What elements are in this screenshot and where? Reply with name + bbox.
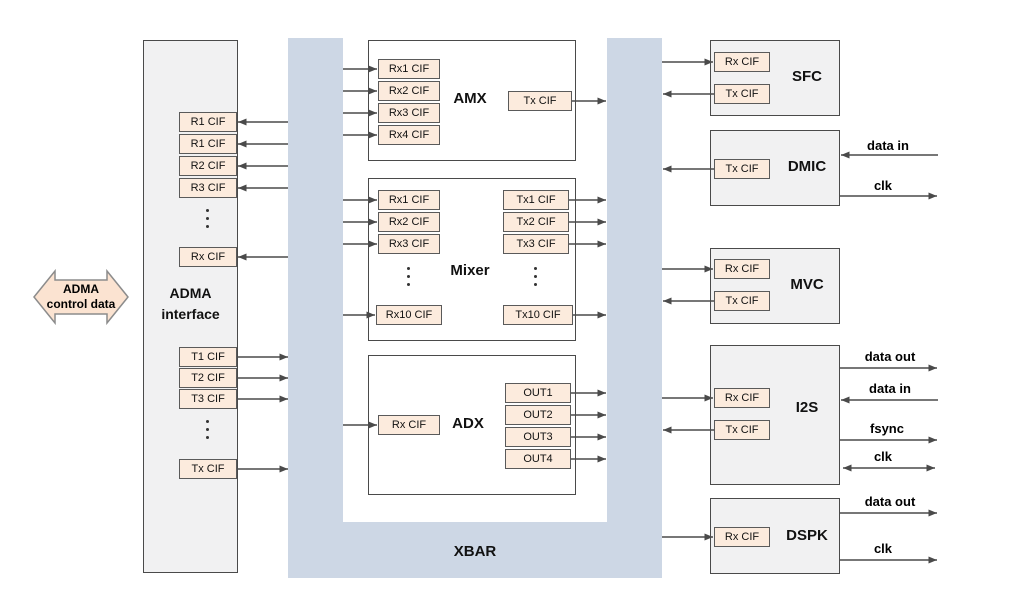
adma-r3-cif: R3 CIF xyxy=(179,178,237,198)
adma-control-label-line2: control data xyxy=(46,297,116,311)
adma-rx-ellipsis-dots xyxy=(206,209,209,228)
adma-interface-label-line1: ADMA xyxy=(169,285,212,301)
adma-t3-cif: T3 CIF xyxy=(179,389,237,409)
adma-r1-cif-b: R1 CIF xyxy=(179,134,237,154)
i2s-data-in-label: data in xyxy=(869,381,911,396)
i2s-rx-cif: Rx CIF xyxy=(714,388,770,408)
mixer-rx-ellipsis-dots xyxy=(407,267,410,286)
dspk-data-out-label: data out xyxy=(864,494,916,509)
adma-rx-cif: Rx CIF xyxy=(179,247,237,267)
i2s-block xyxy=(710,345,840,485)
i2s-label: I2S xyxy=(795,399,819,416)
adx-label: ADX xyxy=(452,415,484,432)
dmic-label: DMIC xyxy=(787,158,827,175)
mixer-rx10-cif: Rx10 CIF xyxy=(376,305,442,325)
dspk-label: DSPK xyxy=(786,527,828,544)
dspk-clk-label: clk xyxy=(873,541,893,556)
double-horizontal-arrow-icon xyxy=(33,268,129,326)
adx-out3-cif: OUT3 xyxy=(505,427,571,447)
amx-label: AMX xyxy=(453,90,487,107)
mixer-tx1-cif: Tx1 CIF xyxy=(503,190,569,210)
mvc-label: MVC xyxy=(790,276,824,293)
adma-tx-cif: Tx CIF xyxy=(179,459,237,479)
adma-t2-cif: T2 CIF xyxy=(179,368,237,388)
amx-rx1-cif: Rx1 CIF xyxy=(378,59,440,79)
adx-out1-cif: OUT1 xyxy=(505,383,571,403)
sfc-tx-cif: Tx CIF xyxy=(714,84,770,104)
dmic-data-in-label: data in xyxy=(867,138,909,153)
amx-rx4-cif: Rx4 CIF xyxy=(378,125,440,145)
sfc-label: SFC xyxy=(792,68,822,85)
i2s-fsync-label: fsync xyxy=(870,421,904,436)
mixer-tx10-cif: Tx10 CIF xyxy=(503,305,573,325)
mixer-label: Mixer xyxy=(450,262,490,279)
mixer-tx2-cif: Tx2 CIF xyxy=(503,212,569,232)
amx-tx-cif: Tx CIF xyxy=(508,91,572,111)
adma-control-label-line1: ADMA xyxy=(63,282,99,296)
adma-r2-cif: R2 CIF xyxy=(179,156,237,176)
i2s-tx-cif: Tx CIF xyxy=(714,420,770,440)
i2s-data-out-label: data out xyxy=(864,349,916,364)
adma-interface-label: ADMA interface xyxy=(143,283,238,325)
mixer-tx3-cif: Tx3 CIF xyxy=(503,234,569,254)
mvc-rx-cif: Rx CIF xyxy=(714,259,770,279)
mvc-tx-cif: Tx CIF xyxy=(714,291,770,311)
mixer-rx1-cif: Rx1 CIF xyxy=(378,190,440,210)
i2s-clk-label: clk xyxy=(873,449,893,464)
adma-r1-cif-a: R1 CIF xyxy=(179,112,237,132)
dspk-rx-cif: Rx CIF xyxy=(714,527,770,547)
adma-control-data-label: ADMA control data xyxy=(33,263,129,331)
adx-out4-cif: OUT4 xyxy=(505,449,571,469)
xbar-label: XBAR xyxy=(453,543,497,560)
adx-rx-cif: Rx CIF xyxy=(378,415,440,435)
dmic-clk-label: clk xyxy=(873,178,893,193)
adma-interface-label-line2: interface xyxy=(161,306,220,322)
sfc-rx-cif: Rx CIF xyxy=(714,52,770,72)
adma-t1-cif: T1 CIF xyxy=(179,347,237,367)
mixer-tx-ellipsis-dots xyxy=(534,267,537,286)
mixer-rx2-cif: Rx2 CIF xyxy=(378,212,440,232)
adma-tx-ellipsis-dots xyxy=(206,420,209,439)
amx-rx3-cif: Rx3 CIF xyxy=(378,103,440,123)
adma-control-data-arrow: ADMA control data xyxy=(33,263,129,331)
mixer-rx3-cif: Rx3 CIF xyxy=(378,234,440,254)
adx-out2-cif: OUT2 xyxy=(505,405,571,425)
amx-rx2-cif: Rx2 CIF xyxy=(378,81,440,101)
dmic-tx-cif: Tx CIF xyxy=(714,159,770,179)
